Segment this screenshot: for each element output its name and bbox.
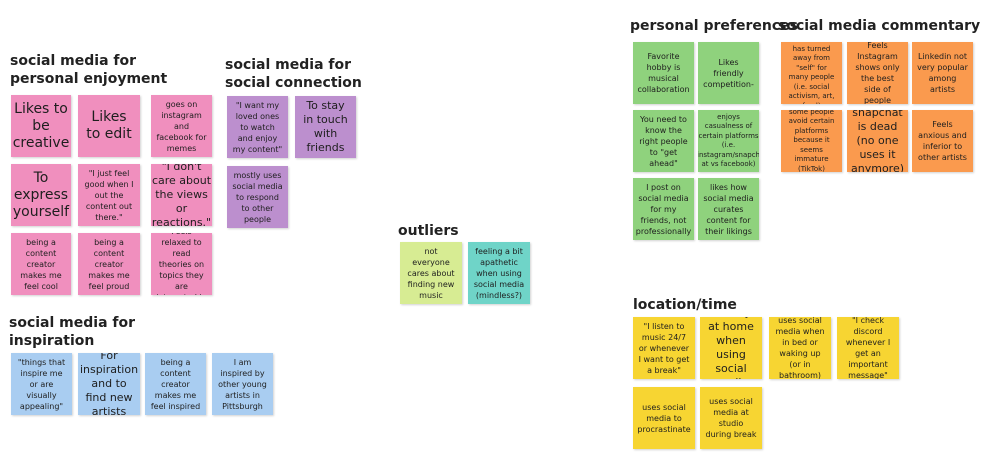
note-text: "I don't care about the views or reactio… bbox=[151, 164, 212, 226]
note-text: Likes to edit bbox=[86, 109, 132, 142]
sticky-note[interactable]: uses social media to procrastinate bbox=[633, 387, 695, 449]
sticky-note[interactable]: "I don't care about the views or reactio… bbox=[151, 164, 212, 226]
sticky-note[interactable]: Linkedin not very popular among artists bbox=[912, 42, 973, 104]
note-text: feeling a bit apathetic when using socia… bbox=[473, 246, 525, 300]
note-text: "things that inspire me or are visually … bbox=[17, 357, 66, 411]
group-title-inspiration: social media for inspiration bbox=[9, 315, 136, 349]
note-text: goes on instagram and facebook for memes bbox=[156, 99, 207, 153]
group-title-social-connection: social media for social connection bbox=[225, 57, 362, 91]
sticky-note[interactable]: feeling a bit apathetic when using socia… bbox=[468, 242, 530, 304]
note-text: Favorite hobby is musical collaboration bbox=[637, 52, 690, 94]
sticky-note[interactable]: Feels Instagram shows only the best side… bbox=[847, 42, 908, 104]
sticky-note[interactable]: being a content creator makes me feel pr… bbox=[78, 233, 140, 295]
note-text: "I listen to music 24/7 or whenever I wa… bbox=[638, 321, 690, 375]
sticky-note[interactable]: To stay in touch with friends bbox=[295, 96, 356, 158]
note-text: I post on social media for my friends, n… bbox=[635, 182, 692, 236]
group-title-location-time: location/time bbox=[633, 297, 737, 313]
note-text: To express yourself bbox=[12, 169, 70, 220]
note-text: uses social media when in bed or waking … bbox=[775, 317, 825, 379]
sticky-note[interactable]: To express yourself bbox=[11, 164, 71, 226]
sticky-note[interactable]: "I want my loved ones to watch and enjoy… bbox=[227, 96, 288, 158]
sticky-note[interactable]: mostly uses social media to respond to o… bbox=[227, 166, 288, 228]
sticky-note[interactable]: Likes friendly competition- bbox=[698, 42, 759, 104]
note-text: not everyone cares about finding new mus… bbox=[407, 246, 455, 300]
sticky-note[interactable]: uses social media when in bed or waking … bbox=[769, 317, 831, 379]
sticky-note[interactable]: Favorite hobby is musical collaboration bbox=[633, 42, 694, 104]
sticky-note[interactable]: not everyone cares about finding new mus… bbox=[400, 242, 462, 304]
note-text: being a content creator makes me feel in… bbox=[150, 357, 201, 411]
sticky-note[interactable]: "I listen to music 24/7 or whenever I wa… bbox=[633, 317, 695, 379]
sticky-note[interactable]: You need to know the right people to "ge… bbox=[633, 110, 694, 172]
sticky-note[interactable]: I post on social media for my friends, n… bbox=[633, 178, 694, 240]
sticky-note[interactable]: "I check discord whenever I get an impor… bbox=[837, 317, 899, 379]
note-text: I am inspired by other young artists in … bbox=[218, 357, 267, 411]
note-text: For inspiration and to find new artists bbox=[79, 353, 139, 415]
note-text: Feels relaxed to read theories on topics… bbox=[156, 233, 207, 295]
sticky-note[interactable]: snapchat is dead (no one uses it anymore… bbox=[847, 110, 908, 172]
sticky-note[interactable]: being a content creator makes me feel in… bbox=[145, 353, 206, 415]
group-title-social-media-commentary: social media commentary bbox=[778, 18, 981, 34]
note-text: being a content creator makes me feel pr… bbox=[88, 237, 130, 291]
sticky-note[interactable]: Feels anxious and inferior to other arti… bbox=[912, 110, 973, 172]
sticky-note[interactable]: Feels relaxed to read theories on topics… bbox=[151, 233, 212, 295]
sticky-note[interactable]: goes on instagram and facebook for memes bbox=[151, 95, 212, 157]
group-title-personal-enjoyment: social media for personal enjoyment bbox=[10, 53, 168, 87]
group-title-personal-preferences: personal preferences bbox=[630, 18, 798, 34]
note-text: enjoys casualness of certain platforms (… bbox=[698, 112, 759, 169]
note-text: Usually at home when using social media bbox=[708, 317, 754, 379]
sticky-note[interactable]: some people avoid certain platforms beca… bbox=[781, 110, 842, 172]
note-text: mostly uses social media to respond to o… bbox=[232, 170, 283, 224]
note-text: Likes friendly competition- bbox=[703, 57, 754, 89]
sticky-note[interactable]: social media has turned away from "self"… bbox=[781, 42, 842, 104]
sticky-note[interactable]: Likes to edit bbox=[78, 95, 140, 157]
note-text: uses social media at studio during break bbox=[705, 397, 757, 439]
note-text: Feels Instagram shows only the best side… bbox=[855, 42, 900, 104]
note-text: being a content creator makes me feel co… bbox=[20, 237, 62, 291]
note-text: social media has turned away from "self"… bbox=[788, 42, 835, 104]
note-text: snapchat is dead (no one uses it anymore… bbox=[851, 110, 905, 172]
sticky-note[interactable]: For inspiration and to find new artists bbox=[78, 353, 140, 415]
sticky-note[interactable]: likes how social media curates content f… bbox=[698, 178, 759, 240]
sticky-note[interactable]: enjoys casualness of certain platforms (… bbox=[698, 110, 759, 172]
note-text: You need to know the right people to "ge… bbox=[639, 114, 688, 168]
note-text: Feels anxious and inferior to other arti… bbox=[918, 120, 967, 162]
sticky-note[interactable]: Usually at home when using social media bbox=[700, 317, 762, 379]
note-text: Likes to be creative bbox=[12, 100, 70, 151]
sticky-note[interactable]: I am inspired by other young artists in … bbox=[212, 353, 273, 415]
note-text: To stay in touch with friends bbox=[303, 99, 348, 154]
sticky-note[interactable]: "things that inspire me or are visually … bbox=[11, 353, 72, 415]
note-text: Linkedin not very popular among artists bbox=[917, 52, 968, 94]
note-text: likes how social media curates content f… bbox=[703, 182, 754, 236]
note-text: "I just feel good when I out the content… bbox=[84, 168, 134, 222]
note-text: "I check discord whenever I get an impor… bbox=[845, 317, 891, 379]
note-text: "I want my loved ones to watch and enjoy… bbox=[232, 100, 283, 154]
sticky-note[interactable]: uses social media at studio during break bbox=[700, 387, 762, 449]
sticky-note[interactable]: "I just feel good when I out the content… bbox=[78, 164, 140, 226]
group-title-outliers: outliers bbox=[398, 223, 459, 239]
note-text: uses social media to procrastinate bbox=[637, 402, 691, 434]
note-text: some people avoid certain platforms beca… bbox=[788, 110, 835, 172]
sticky-note[interactable]: Likes to be creative bbox=[11, 95, 71, 157]
sticky-note[interactable]: being a content creator makes me feel co… bbox=[11, 233, 71, 295]
